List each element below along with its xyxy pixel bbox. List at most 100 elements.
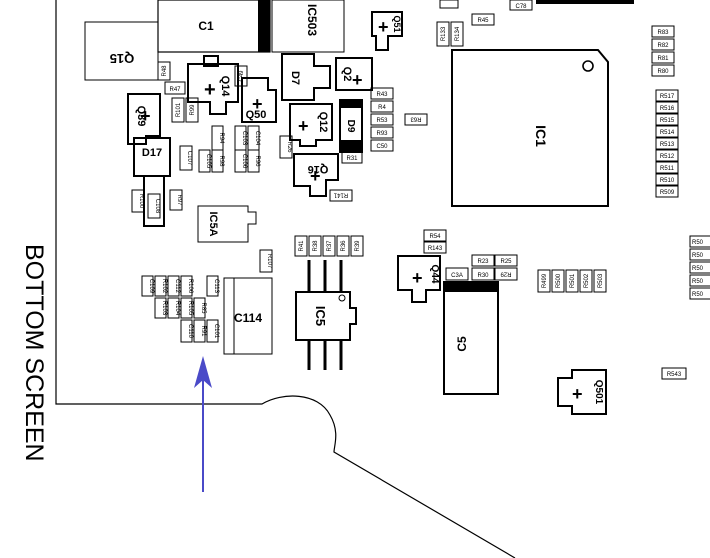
- svg-text:C110: C110: [187, 324, 193, 339]
- c103-part: C103: [234, 125, 247, 151]
- svg-text:+: +: [298, 116, 309, 136]
- c5-component: C5: [443, 281, 499, 395]
- d17-component: D17: [133, 137, 171, 227]
- r104-part: R104: [167, 297, 180, 319]
- r93-part: R93: [370, 126, 394, 139]
- r81-part: R81: [651, 51, 675, 64]
- q39-label: Q39: [135, 106, 147, 127]
- svg-text:R50: R50: [692, 266, 704, 272]
- r38-part: R38: [308, 235, 322, 257]
- c109-part: C109: [141, 275, 154, 297]
- svg-text:R512: R512: [660, 154, 675, 160]
- svg-text:C108: C108: [154, 199, 160, 214]
- r45-part: R45: [471, 13, 495, 26]
- r83-part: R83: [651, 25, 675, 38]
- ic5-component: IC5: [295, 260, 357, 370]
- r106-part: R106: [180, 275, 193, 297]
- q44-label: Q44: [429, 265, 440, 284]
- svg-text:R515: R515: [660, 118, 675, 124]
- r512-part: R512: [655, 149, 679, 162]
- r515-part: R515: [655, 113, 679, 126]
- svg-text:R510: R510: [660, 178, 675, 184]
- d9-label: D9: [345, 120, 356, 133]
- c78-part: C78: [509, 0, 533, 11]
- svg-text:R97: R97: [176, 194, 182, 206]
- r101-part: R101: [171, 97, 185, 123]
- c106-part: C106: [234, 149, 247, 173]
- ic5a-label: IC5A: [207, 211, 219, 236]
- svg-text:R4: R4: [378, 105, 386, 111]
- svg-text:R80: R80: [657, 69, 669, 75]
- c1-component: C1: [157, 0, 271, 53]
- svg-text:R106: R106: [187, 279, 193, 294]
- c108-part: C108: [147, 193, 161, 219]
- q12-component: + Q12: [289, 103, 333, 147]
- r91-part: R91: [193, 319, 206, 343]
- svg-text:R81: R81: [657, 56, 669, 62]
- q16-label: Q16: [308, 163, 329, 175]
- d7-component: D7: [281, 53, 331, 101]
- r516-part: R516: [655, 101, 679, 114]
- svg-text:R47: R47: [169, 87, 181, 93]
- c104-part: C104: [247, 125, 260, 151]
- svg-text:R133: R133: [441, 26, 447, 41]
- svg-text:R85: R85: [200, 302, 206, 314]
- svg-text:+: +: [252, 94, 263, 114]
- r96-part: R96: [247, 149, 260, 173]
- q15-component: Q15: [84, 21, 159, 81]
- svg-text:R50: R50: [692, 253, 704, 259]
- top-black-strip: [536, 0, 634, 4]
- svg-text:R54: R54: [429, 234, 441, 240]
- r102-part: R102: [154, 275, 167, 297]
- svg-text:C3A: C3A: [451, 273, 463, 279]
- svg-text:R100: R100: [138, 194, 144, 209]
- svg-text:R141: R141: [333, 191, 348, 197]
- ic5a-component: IC5A: [197, 205, 257, 243]
- c50-part: C50: [370, 139, 394, 152]
- r143-part: R143: [423, 241, 447, 254]
- r29-part: R29: [494, 267, 518, 281]
- r31-part: R31: [341, 151, 363, 164]
- r513-part: R513: [655, 137, 679, 150]
- svg-text:C101: C101: [213, 324, 219, 339]
- ic503-label: IC503: [305, 4, 319, 36]
- svg-text:R31: R31: [346, 156, 358, 162]
- ic1-component: IC1: [451, 49, 609, 207]
- svg-text:R38: R38: [313, 240, 319, 252]
- svg-text:+: +: [140, 106, 151, 126]
- board-label: BOTTOM SCREEN: [20, 244, 48, 462]
- q44-component: + Q44: [397, 255, 441, 303]
- d7-label: D7: [289, 71, 301, 85]
- svg-text:R23: R23: [477, 259, 489, 265]
- svg-text:C107: C107: [186, 151, 192, 166]
- q2-component: + Q2: [335, 57, 373, 91]
- svg-text:R103: R103: [161, 301, 167, 316]
- r100-part: R100: [131, 189, 145, 213]
- svg-text:C78: C78: [515, 4, 527, 10]
- svg-text:R50: R50: [692, 279, 704, 285]
- svg-text:R83: R83: [657, 30, 669, 36]
- svg-text:R91: R91: [200, 325, 206, 337]
- svg-text:R50: R50: [692, 240, 704, 246]
- svg-text:R143: R143: [428, 246, 443, 252]
- svg-text:R50: R50: [692, 292, 704, 298]
- svg-text:R511: R511: [660, 166, 675, 172]
- svg-text:C106: C106: [241, 154, 247, 169]
- r511-part: R511: [655, 161, 679, 174]
- r54-part: R54: [423, 229, 447, 242]
- svg-text:R29: R29: [500, 270, 512, 276]
- r53-part: R53: [370, 113, 394, 126]
- q501-label: Q501: [593, 380, 604, 405]
- r30-part: R30: [471, 267, 495, 281]
- svg-text:R30: R30: [477, 273, 489, 279]
- svg-text:R102: R102: [161, 279, 167, 294]
- svg-text:R94: R94: [218, 132, 224, 144]
- svg-text:C112: C112: [174, 279, 180, 294]
- svg-text:R43: R43: [376, 92, 388, 98]
- r94-part: R94: [211, 125, 224, 151]
- svg-text:R45: R45: [477, 18, 489, 24]
- svg-text:R516: R516: [660, 106, 675, 112]
- svg-text:R104: R104: [174, 301, 180, 316]
